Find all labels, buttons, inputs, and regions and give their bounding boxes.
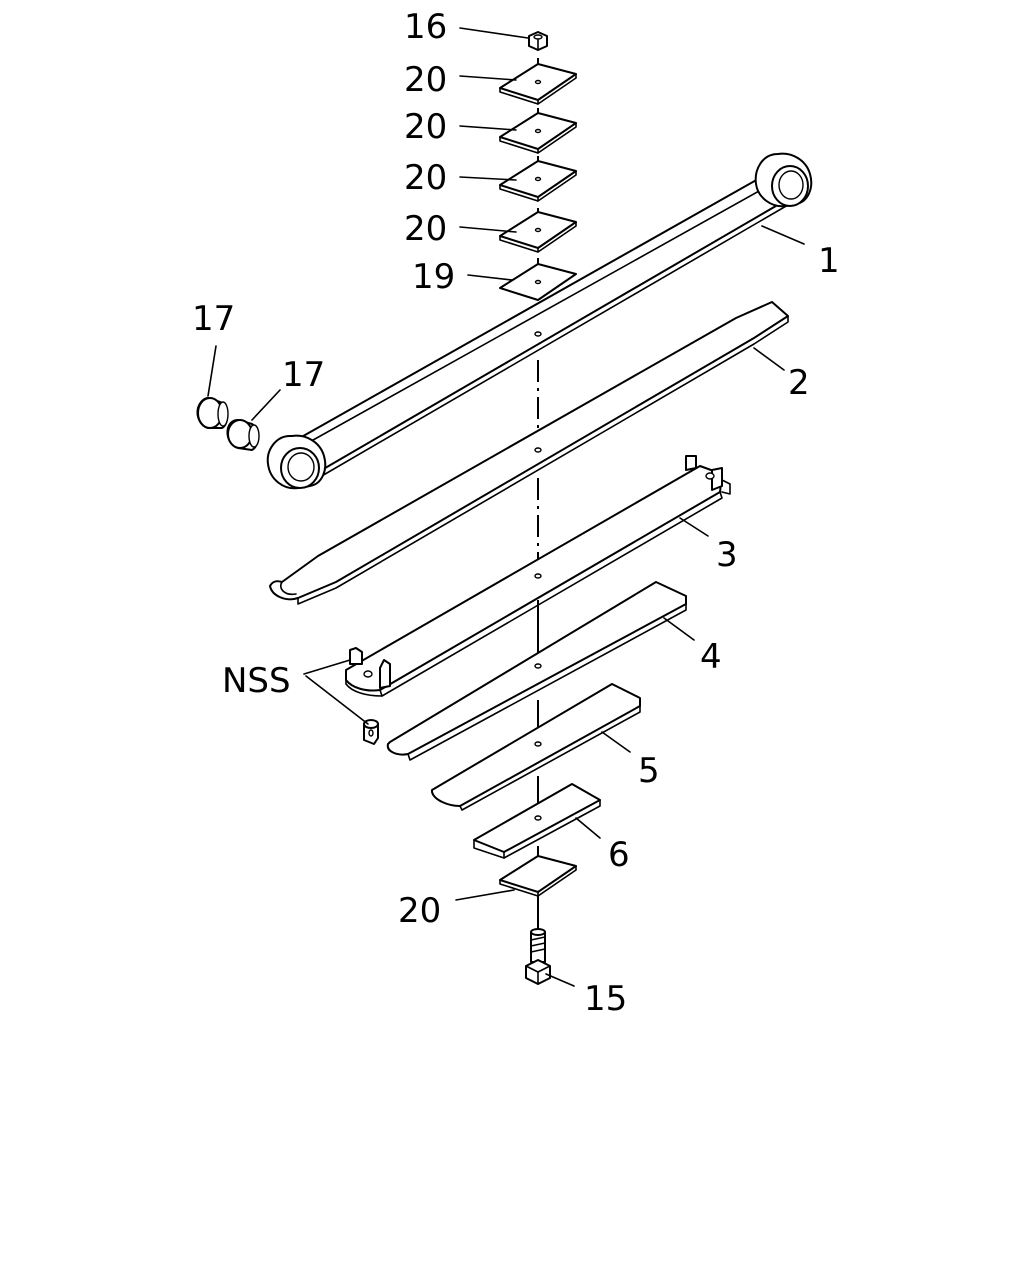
- callout-labels: 16 20 20 20 20 19 1 2 3 4 5 6 20 15 17 1…: [192, 7, 840, 1019]
- callout-17-a: 17: [192, 299, 235, 339]
- eye-rear: [754, 152, 813, 208]
- callout-15: 15: [584, 979, 627, 1019]
- pad-part-6: [473, 783, 601, 859]
- bushing-part-17-a: [196, 397, 229, 429]
- callout-20-a: 20: [404, 60, 447, 100]
- plate-part-19: [499, 263, 577, 301]
- bolt-part-15: [525, 928, 551, 985]
- leaf-part-3: [345, 455, 731, 697]
- eye-front: [266, 434, 327, 490]
- shim-part-20-e: [499, 855, 577, 897]
- callout-6: 6: [608, 835, 630, 875]
- callout-5: 5: [638, 751, 660, 791]
- callout-2: 2: [788, 363, 810, 403]
- callout-20-b: 20: [404, 107, 447, 147]
- leaf-part-5: [431, 683, 641, 811]
- shim-part-20-c: [499, 160, 577, 202]
- bolt-nss: [363, 719, 379, 745]
- callout-20-e: 20: [398, 891, 441, 931]
- bushing-part-17-b: [226, 419, 260, 451]
- leader-lines: [207, 27, 805, 987]
- leaf-part-4: [386, 581, 687, 761]
- callout-1: 1: [818, 241, 840, 281]
- callout-16: 16: [404, 7, 447, 47]
- callout-20-d: 20: [404, 209, 447, 249]
- callout-20-c: 20: [404, 158, 447, 198]
- leaf-part-2: [269, 301, 789, 605]
- shim-part-20-d: [499, 211, 577, 253]
- shim-part-20-b: [499, 112, 577, 154]
- main-leaf-part-1: [266, 152, 813, 490]
- callout-3: 3: [716, 535, 738, 575]
- callout-17-b: 17: [282, 355, 325, 395]
- nut-part-16: [528, 31, 548, 51]
- shim-part-20-a: [499, 63, 577, 105]
- callout-nss: NSS: [222, 661, 291, 701]
- callout-19: 19: [412, 257, 455, 297]
- callout-4: 4: [700, 637, 722, 677]
